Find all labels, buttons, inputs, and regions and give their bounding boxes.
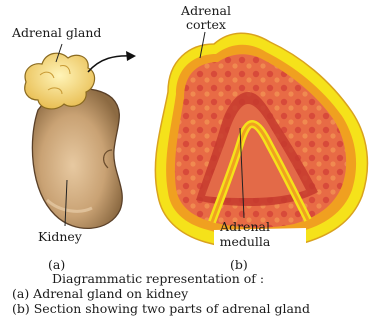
caption-line-b: (b) Section showing two parts of adrenal…	[12, 302, 310, 316]
caption-line-a: (a) Adrenal gland on kidney	[12, 287, 188, 301]
adrenal-section	[155, 33, 367, 250]
caption-title: Diagrammatic representation of :	[52, 272, 264, 286]
adrenal-medulla-label-line1: Adrenal	[214, 220, 276, 234]
kidney-shape	[32, 89, 122, 229]
panel-b-label: (b)	[230, 258, 248, 272]
adrenal-gland-shape	[25, 53, 95, 109]
adrenal-cortex-label-line1: Adrenal	[178, 4, 234, 18]
adrenal-medulla-label-line2: medulla	[214, 235, 276, 249]
adrenal-cortex-label-line2: cortex	[178, 18, 234, 32]
magnify-arrow	[88, 51, 136, 72]
kidney-label: Kidney	[38, 230, 82, 244]
panel-a-label: (a)	[48, 258, 65, 272]
adrenal-gland-label: Adrenal gland	[12, 26, 101, 40]
